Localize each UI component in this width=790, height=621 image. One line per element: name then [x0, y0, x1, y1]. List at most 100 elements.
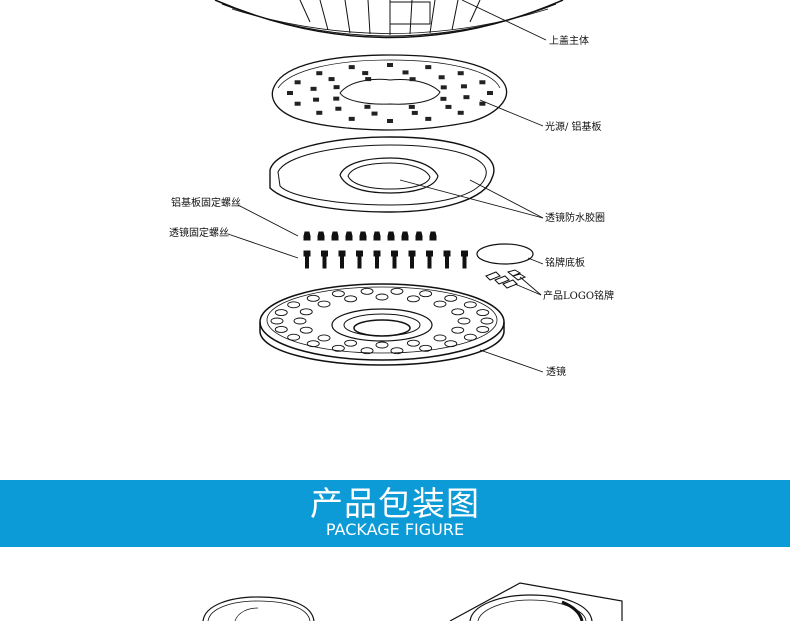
lens-cell — [419, 290, 433, 298]
lens-screw — [391, 250, 398, 269]
board-screw — [401, 231, 409, 241]
led-chip — [409, 77, 416, 82]
led-chip — [362, 71, 369, 76]
lens-cell — [476, 326, 490, 333]
lens-cell — [317, 300, 331, 308]
led-chip — [445, 104, 452, 109]
lens-cell — [287, 301, 301, 309]
lens-screw — [443, 250, 451, 269]
lens-screw — [373, 250, 381, 269]
board-screw — [373, 231, 381, 241]
lens-cell — [463, 333, 477, 341]
led-chip — [364, 104, 371, 109]
lens-cell — [406, 295, 420, 303]
board-screw — [415, 231, 423, 241]
led-chip — [487, 91, 493, 95]
lens-cell — [390, 347, 404, 355]
led-chip — [348, 65, 355, 70]
label-nameplate-base: 铭牌底板 — [545, 258, 585, 269]
lens-cell — [375, 341, 389, 349]
label-lens-gasket: 透镜防水胶圈 — [545, 213, 605, 224]
lens-cell — [331, 290, 345, 298]
led-chip — [328, 77, 335, 82]
lens-screw — [426, 250, 433, 269]
board-screw — [345, 231, 353, 241]
lens-cell — [480, 317, 494, 325]
led-board-part — [271, 54, 508, 131]
lens-cell — [331, 344, 345, 352]
label-lens: 透镜 — [546, 367, 566, 378]
lens-cell — [293, 317, 307, 325]
lens-cell — [360, 287, 374, 295]
board-screw — [359, 231, 367, 241]
led-chip — [310, 86, 317, 91]
board-screws — [303, 231, 437, 241]
led-chip — [387, 119, 393, 123]
lens-part — [259, 283, 505, 366]
lens-screw — [356, 250, 363, 269]
package-figure-left — [202, 596, 315, 621]
led-chip — [425, 65, 432, 70]
led-chip — [348, 116, 355, 121]
lens-cell — [375, 293, 389, 301]
lens-cell — [299, 326, 313, 334]
label-lens-screw: 透镜固定螺丝 — [169, 228, 229, 239]
board-screw — [303, 231, 311, 241]
lens-cell — [270, 317, 284, 325]
nameplate-base-part — [476, 243, 534, 265]
lens-screws — [303, 250, 468, 269]
lens-screw — [321, 250, 328, 269]
led-chip — [316, 110, 323, 115]
label-led-board: 光源/ 铝基板 — [545, 122, 602, 133]
lens-cell — [433, 300, 447, 308]
banner-subtitle: PACKAGE FIGURE — [325, 520, 465, 539]
lens-cell — [451, 326, 465, 334]
label-board-screw: 铝基板固定螺丝 — [171, 198, 241, 209]
package-figure-banner: 产品包装图 PACKAGE FIGURE — [0, 480, 790, 547]
led-chip — [294, 80, 301, 85]
led-chip — [457, 110, 464, 115]
lens-cell — [457, 317, 471, 325]
led-chip — [479, 80, 486, 85]
led-chip — [313, 97, 320, 102]
led-chip — [365, 77, 372, 82]
board-screw — [429, 231, 437, 241]
lens-cell — [306, 340, 320, 348]
led-chip — [440, 85, 447, 90]
banner-title: 产品包装图 — [310, 484, 480, 523]
lens-cell — [344, 295, 358, 303]
lens-cell — [451, 308, 465, 316]
lens-cell — [406, 339, 420, 347]
led-chip — [479, 101, 486, 106]
lens-cell — [463, 301, 477, 309]
lens-cell — [390, 287, 404, 295]
leader-lines — [227, 0, 547, 373]
led-chip — [402, 70, 409, 75]
led-chip — [294, 101, 301, 106]
led-chip — [457, 71, 464, 76]
lens-cell — [317, 334, 331, 342]
board-screw — [331, 231, 339, 241]
led-chip — [438, 75, 445, 80]
lens-screw — [338, 250, 346, 269]
board-screw — [387, 231, 395, 241]
lens-cell — [306, 294, 320, 302]
lens-cell — [360, 347, 374, 355]
lens-cell — [274, 309, 288, 316]
led-chip — [408, 104, 415, 109]
led-chip — [387, 63, 393, 67]
led-chip — [333, 96, 340, 101]
label-top-cover: 上盖主体 — [549, 36, 589, 47]
label-logo-plate: 产品LOGO铭牌 — [543, 291, 615, 302]
lens-screw — [303, 250, 311, 269]
led-chip — [335, 106, 342, 111]
board-screw — [317, 231, 325, 241]
led-chip — [287, 91, 293, 95]
lens-cell — [476, 309, 490, 316]
led-chip — [411, 110, 418, 115]
lens-screw — [461, 250, 468, 269]
lens-cell — [299, 308, 313, 316]
led-chip — [463, 95, 470, 100]
lens-cell — [287, 333, 301, 341]
